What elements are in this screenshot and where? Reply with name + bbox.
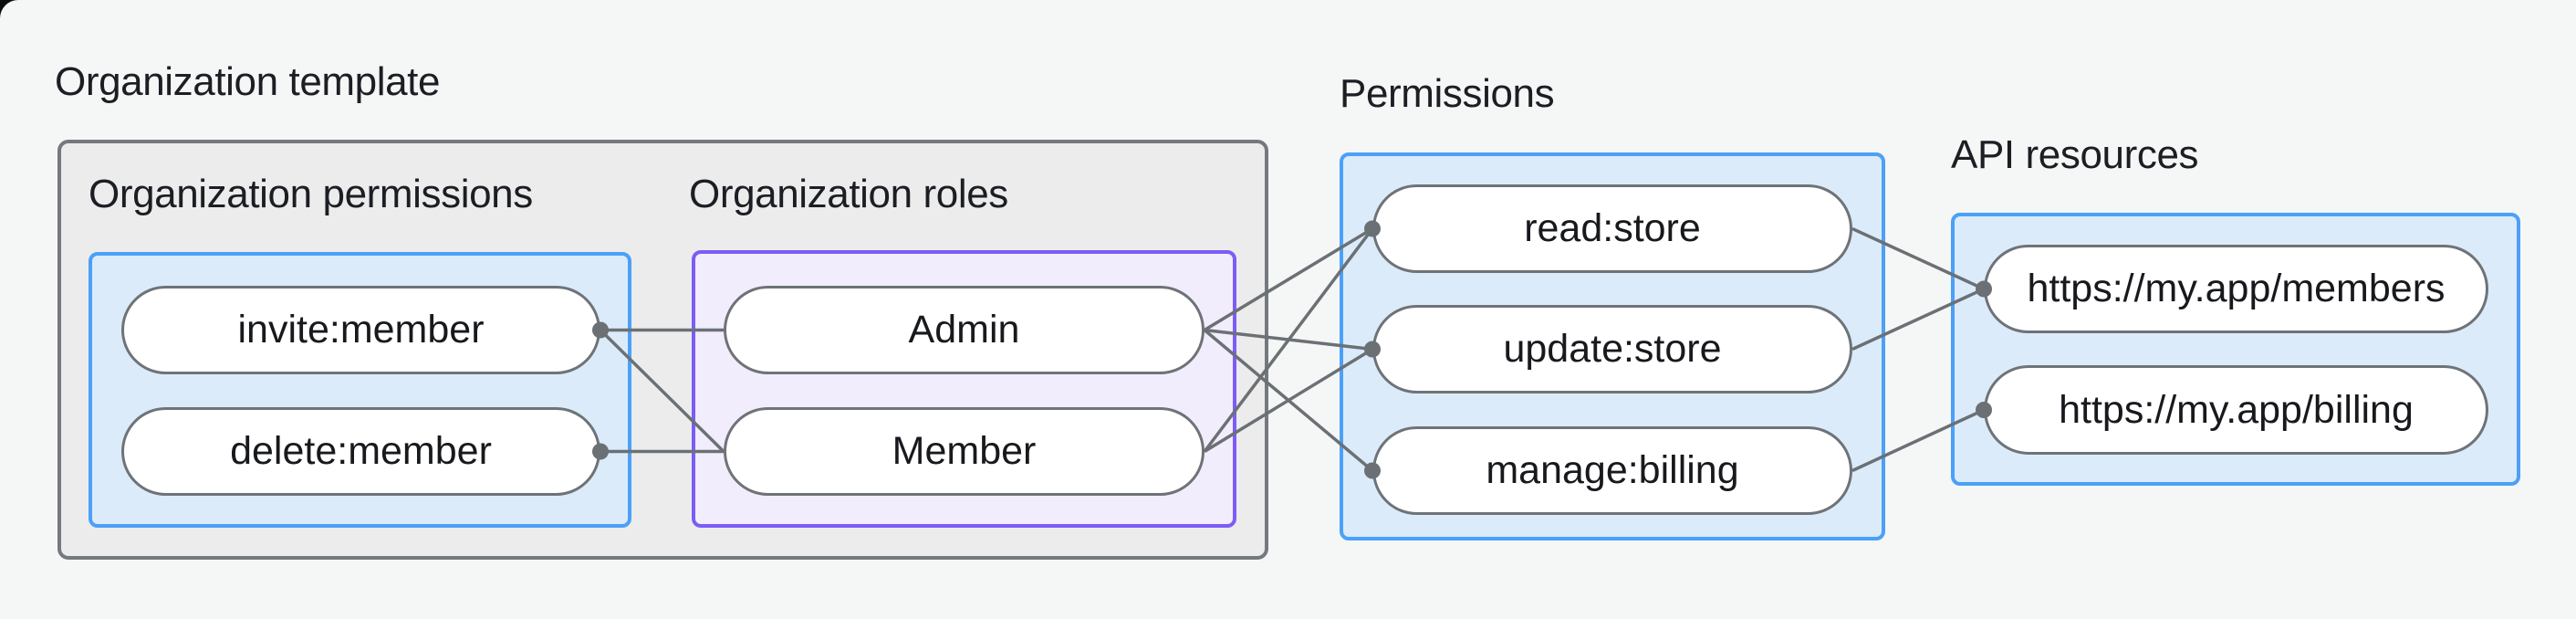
org-template-label: Organization template xyxy=(55,59,441,104)
node-update-store: update:store xyxy=(1372,305,1852,393)
org-roles-label: Organization roles xyxy=(689,172,1008,216)
node-read-store: read:store xyxy=(1372,184,1852,273)
node-invite-member: invite:member xyxy=(121,286,600,374)
node-manage-billing: manage:billing xyxy=(1372,426,1852,515)
node-billing-url: https://my.app/billing xyxy=(1984,365,2488,455)
node-members-url: https://my.app/members xyxy=(1984,245,2488,333)
permissions-label: Permissions xyxy=(1340,71,1555,116)
node-admin: Admin xyxy=(724,286,1205,374)
api-resources-label: API resources xyxy=(1951,132,2199,177)
node-delete-member: delete:member xyxy=(121,407,600,496)
node-member: Member xyxy=(724,407,1205,496)
org-permissions-label: Organization permissions xyxy=(89,172,533,216)
